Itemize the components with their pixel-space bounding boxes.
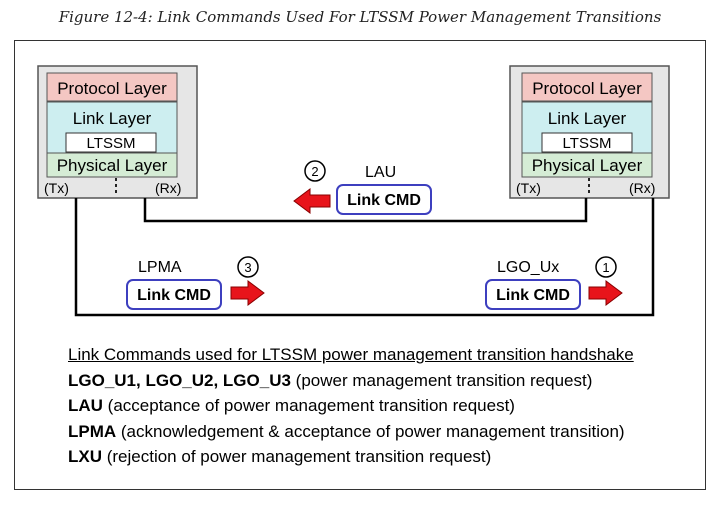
lau-step-number: 2 <box>311 164 318 179</box>
legend-item: LGO_U1, LGO_U2, LGO_U3 (power management… <box>68 368 708 394</box>
lpma-step-circle <box>237 256 259 278</box>
lgo-link-cmd-box <box>485 279 581 310</box>
outer-link-wire <box>74 198 655 317</box>
left-arrow-icon <box>293 188 331 214</box>
lpma-step-number: 3 <box>244 260 251 275</box>
lpma-link-cmd-label: Link CMD <box>137 287 211 304</box>
left-link-label: Link Layer <box>73 109 152 128</box>
lpma-link-cmd-box <box>126 279 222 310</box>
right-link-label: Link Layer <box>548 109 627 128</box>
lau-link-cmd-label: Link CMD <box>347 192 421 209</box>
left-rx-label: (Rx) <box>155 180 181 196</box>
legend-item: LXU (rejection of power management trans… <box>68 444 708 470</box>
lgo-step-number: 1 <box>602 260 609 275</box>
inner-link-wire <box>143 198 588 223</box>
right-ltssm-label: LTSSM <box>563 135 612 152</box>
legend-term: LXU <box>68 447 102 466</box>
lpma-label: LPMA <box>138 259 182 276</box>
right-arrow-icon <box>230 280 265 306</box>
legend-header: Link Commands used for LTSSM power manag… <box>68 345 634 364</box>
legend-desc: (acknowledgement & acceptance of power m… <box>116 421 625 441</box>
legend-item: LPMA (acknowledgement & acceptance of po… <box>68 419 708 445</box>
left-physical-label: Physical Layer <box>57 156 168 175</box>
lgo-link-cmd-label: Link CMD <box>496 287 570 304</box>
right-arrow-icon <box>588 280 623 306</box>
legend-term: LAU <box>68 396 103 415</box>
diagram-frame <box>14 40 706 490</box>
legend-term: LPMA <box>68 421 117 441</box>
legend-term: LGO_U1, LGO_U2, LGO_U3 <box>68 370 291 390</box>
right-device: Protocol Layer Link Layer LTSSM Physical… <box>509 65 670 199</box>
left-ltssm-label: LTSSM <box>87 135 136 152</box>
left-tx-label: (Tx) <box>44 180 69 196</box>
lau-command: LAU 2 Link CMD <box>293 160 432 215</box>
lau-label: LAU <box>365 164 396 181</box>
lgo-command: LGO_Ux 1 Link CMD <box>485 256 623 310</box>
left-device: Protocol Layer Link Layer LTSSM Physical… <box>37 65 198 199</box>
lpma-command: LPMA 3 Link CMD <box>126 256 265 310</box>
lgo-label: LGO_Ux <box>497 259 559 276</box>
left-physical-layer <box>46 152 178 178</box>
figure-caption: Figure 12-4: Link Commands Used For LTSS… <box>58 8 662 26</box>
right-tx-label: (Tx) <box>516 180 541 196</box>
right-ltssm-box <box>541 132 633 153</box>
lgo-step-circle <box>595 256 617 278</box>
left-protocol-layer <box>46 72 178 102</box>
legend-desc: (rejection of power management transitio… <box>102 447 492 466</box>
legend-desc: (power management transition request) <box>290 370 593 390</box>
right-protocol-label: Protocol Layer <box>532 79 642 98</box>
right-rx-label: (Rx) <box>629 180 655 196</box>
lau-link-cmd-box <box>336 184 432 215</box>
legend-desc: (acceptance of power management transiti… <box>102 396 515 415</box>
left-protocol-label: Protocol Layer <box>57 79 167 98</box>
legend: Link Commands used for LTSSM power manag… <box>68 342 708 470</box>
left-ltssm-box <box>65 132 157 153</box>
right-physical-label: Physical Layer <box>532 156 643 175</box>
right-physical-layer <box>521 152 653 178</box>
right-protocol-layer <box>521 72 653 102</box>
lau-step-circle <box>304 160 326 182</box>
legend-item: LAU (acceptance of power management tran… <box>68 393 708 419</box>
